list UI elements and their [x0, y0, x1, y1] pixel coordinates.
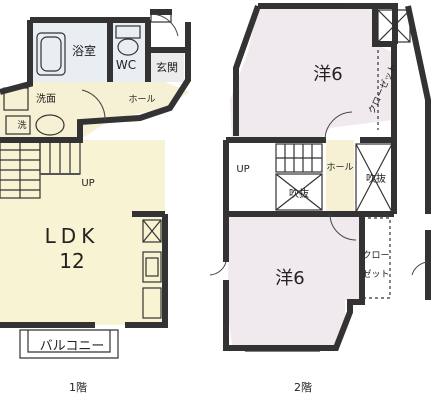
entrance-door-frame	[150, 11, 172, 23]
western-bottom-label: 洋6	[275, 268, 304, 289]
floor-2-hall-label: ホール	[326, 162, 353, 173]
ldk-label: LDK	[45, 224, 100, 248]
western-top-label: 洋6	[313, 64, 342, 85]
floor-2-label: 2階	[294, 380, 312, 394]
floor-2-hall-floor	[326, 140, 354, 214]
western-top-floor	[230, 8, 392, 140]
ldk-floor	[0, 140, 165, 325]
bath-label: 浴室	[72, 43, 96, 58]
void-left-label: 吹抜	[289, 187, 309, 200]
floor-1-ldk-walls	[0, 214, 168, 328]
washing-machine	[35, 114, 65, 136]
storage-box	[377, 9, 411, 43]
bath-floor	[32, 22, 110, 82]
floor-1-stairs	[0, 139, 81, 199]
void-right-label: 吹抜	[366, 172, 386, 185]
western-bottom-floor	[228, 216, 362, 345]
fridge	[142, 219, 162, 243]
wc-label: WC	[116, 58, 136, 72]
western-bottom-window	[245, 345, 320, 352]
washroom-sink	[3, 87, 29, 111]
hall-label: ホール	[128, 94, 155, 105]
floor-2-left-top-wall	[233, 4, 261, 136]
void-left-box	[275, 173, 323, 211]
wet-area-walls	[107, 20, 185, 82]
balcony-door-swing	[209, 261, 227, 276]
balcony-outline	[19, 329, 119, 359]
floor-2-right-walls	[360, 44, 397, 214]
wash-label: 洗	[17, 119, 26, 131]
bathtub-inner	[40, 36, 62, 72]
void-left-cross	[275, 173, 323, 211]
ldk-size: 12	[59, 249, 84, 273]
western-top-door	[324, 111, 353, 141]
hall-floor	[0, 82, 190, 140]
closet-bottom-box	[361, 217, 391, 299]
washroom-label: 洗面	[36, 93, 56, 105]
kitchen-sink	[142, 251, 162, 283]
void-right-cross	[355, 143, 393, 213]
floor-2-stairs	[275, 143, 323, 173]
entrance-floor	[148, 50, 184, 82]
closet-bottom-label-1: クロー	[362, 250, 389, 261]
balcony-rail	[27, 330, 111, 353]
entrance-label: 玄関	[156, 60, 178, 74]
western-bottom-door	[329, 213, 357, 241]
closet-bottom-label-2: ゼット	[362, 268, 389, 280]
wash-area	[5, 115, 31, 135]
floor-2-far-right-walls	[405, 5, 431, 300]
western-top-window	[285, 3, 340, 9]
floor-1-label: 1階	[69, 380, 87, 394]
toilet-tank	[115, 25, 141, 39]
far-right-door-swing	[411, 261, 429, 276]
balcony-label: バルコニー	[40, 339, 105, 354]
floor-1-left-wall	[0, 20, 33, 95]
washroom-door-swing	[81, 89, 106, 121]
entrance-door-swing	[151, 13, 179, 37]
bathtub	[36, 32, 66, 76]
toilet-bowl	[117, 38, 139, 56]
floor-2-top-walls	[258, 3, 398, 47]
fridge-cross	[142, 219, 162, 243]
floor-1-up-label: UP	[81, 178, 94, 189]
floor-2: 洋6 クローゼット UP ホール 吹抜 吹抜 洋6 クロー ゼット 2階	[209, 3, 431, 394]
kitchen-counter	[142, 287, 162, 319]
floor-2-bottom-walls	[223, 214, 365, 351]
void-right-box	[355, 143, 393, 213]
floor-1: 浴室 WC 玄関 洗面 洗 ホール UP LDK 12 バルコニー 1階	[0, 9, 191, 394]
storage-cross	[377, 9, 411, 43]
kitchen-basin	[145, 257, 159, 277]
floor-2-up-label: UP	[236, 164, 249, 175]
